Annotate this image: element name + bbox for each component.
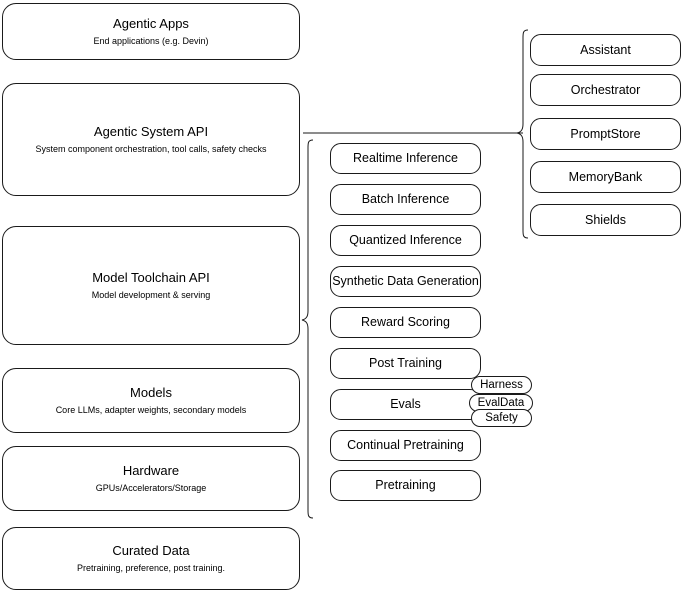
capability-reward-scoring[interactable]: Reward Scoring [330, 307, 481, 338]
capability-evals[interactable]: Evals [330, 389, 481, 420]
layer-subtitle: Core LLMs, adapter weights, secondary mo… [55, 405, 247, 415]
capability-label: Batch Inference [361, 192, 450, 206]
layer-subtitle: End applications (e.g. Devin) [93, 36, 209, 46]
layer-title: Curated Data [112, 543, 190, 558]
capability-post-training[interactable]: Post Training [330, 348, 481, 379]
layer-title: Models [130, 385, 172, 400]
layer-subtitle: Pretraining, preference, post training. [76, 563, 226, 573]
system-component-label: MemoryBank [568, 169, 643, 184]
capability-realtime-inference[interactable]: Realtime Inference [330, 143, 481, 174]
layer-subtitle: Model development & serving [91, 290, 211, 300]
capability-synthetic-data-generation[interactable]: Synthetic Data Generation [330, 266, 481, 297]
capability-label: Realtime Inference [353, 151, 458, 165]
capability-batch-inference[interactable]: Batch Inference [330, 184, 481, 215]
capability-pretraining[interactable]: Pretraining [330, 470, 481, 501]
system-component-label: Orchestrator [570, 82, 641, 97]
capability-label: Post Training [369, 356, 442, 370]
pill-label: Harness [480, 378, 523, 391]
layer-curated-data[interactable]: Curated Data Pretraining, preference, po… [2, 527, 300, 590]
capability-quantized-inference[interactable]: Quantized Inference [330, 225, 481, 256]
brace-system-components [516, 29, 529, 239]
layer-title: Agentic Apps [113, 16, 189, 31]
layer-title: Agentic System API [93, 124, 209, 139]
capability-label: Evals [390, 397, 421, 411]
layer-title: Model Toolchain API [92, 270, 210, 285]
capability-continual-pretraining[interactable]: Continual Pretraining [330, 430, 481, 461]
capability-label: Reward Scoring [361, 315, 450, 329]
capability-label: Continual Pretraining [347, 438, 464, 452]
evals-subcomponent-harness[interactable]: Harness [471, 376, 532, 394]
evals-subcomponent-safety[interactable]: Safety [471, 409, 532, 427]
system-component-assistant[interactable]: Assistant [530, 34, 681, 66]
system-component-shields[interactable]: Shields [530, 204, 681, 236]
layer-title: Hardware [122, 463, 180, 478]
layer-model-toolchain-api[interactable]: Model Toolchain API Model development & … [2, 226, 300, 345]
system-component-promptstore[interactable]: PromptStore [530, 118, 681, 150]
system-component-orchestrator[interactable]: Orchestrator [530, 74, 681, 106]
layer-agentic-system-api[interactable]: Agentic System API System component orch… [2, 83, 300, 196]
layer-agentic-apps[interactable]: Agentic Apps End applications (e.g. Devi… [2, 3, 300, 60]
system-component-label: Assistant [580, 42, 631, 57]
capability-label: Quantized Inference [349, 233, 462, 247]
pill-label: EvalData [477, 396, 525, 409]
capability-label: Synthetic Data Generation [332, 274, 479, 288]
pill-label: Safety [485, 411, 518, 424]
layer-subtitle: GPUs/Accelerators/Storage [95, 483, 207, 493]
system-component-label: Shields [585, 212, 626, 227]
layer-models[interactable]: Models Core LLMs, adapter weights, secon… [2, 368, 300, 433]
system-component-label: PromptStore [570, 126, 641, 141]
brace-toolchain-capabilities [301, 139, 314, 519]
layer-hardware[interactable]: Hardware GPUs/Accelerators/Storage [2, 446, 300, 511]
layer-subtitle: System component orchestration, tool cal… [35, 144, 267, 154]
system-component-memorybank[interactable]: MemoryBank [530, 161, 681, 193]
capability-label: Pretraining [375, 478, 436, 492]
